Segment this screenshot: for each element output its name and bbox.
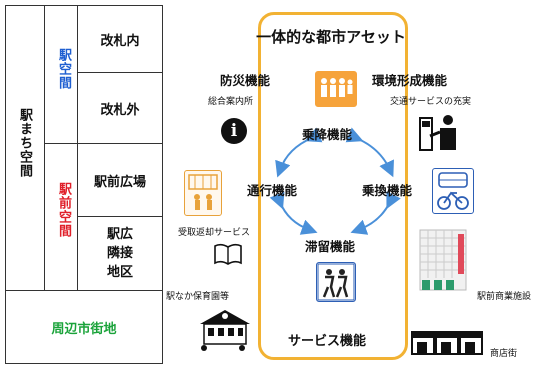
bousai-label: 防災機能: [220, 73, 271, 88]
ekihiro-line-3: 地区: [106, 265, 133, 280]
ekihiro-line-2: 隣接: [106, 246, 133, 261]
ekihiro-line-1: 駅広: [106, 227, 133, 242]
bicycle-bus-icon: [432, 168, 474, 214]
shuhen-cell: 周辺市街地: [51, 321, 117, 337]
kaisatsu-nai-cell: 改札内: [100, 33, 140, 49]
people-group-icon: [315, 71, 357, 107]
shotengai-label: 商店街: [490, 349, 518, 359]
pickup-icon: [184, 170, 222, 216]
service-function: サービス機能: [288, 334, 367, 349]
hoiku-label: 駅なか保育園等: [166, 292, 230, 302]
ticket-gate-icon: [418, 112, 464, 156]
shogyo-label: 駅前商業施設: [477, 292, 532, 302]
tsuko-function: 通行機能: [247, 183, 298, 198]
kaisatsu-gai-cell: 改札外: [100, 102, 140, 118]
kankyo-label: 環境形成機能: [372, 73, 448, 88]
shops-icon: [410, 326, 486, 360]
cycle-arrows: [269, 127, 401, 235]
station-icon: [196, 302, 254, 356]
josha-function: 乗降機能: [302, 127, 353, 142]
crowd-icon: [316, 262, 356, 302]
book-icon: [213, 243, 243, 269]
sogo-label: 総合案内所: [208, 97, 254, 107]
ekimae-kukan-label: 駅前空間: [56, 182, 71, 238]
eki-kukan-label: 駅空間: [56, 48, 71, 90]
norikae-function: 乗換機能: [362, 183, 413, 198]
ekimae-hiroba-cell: 駅前広場: [93, 174, 146, 190]
info-icon: i: [221, 118, 247, 144]
tairyu-function: 滞留機能: [305, 239, 356, 254]
jushin-label: 受取返却サービス: [178, 228, 251, 238]
kotsu-label: 交通サービスの充実: [390, 97, 472, 107]
eki-machi-label: 駅まち空間: [17, 108, 32, 178]
asset-frame: [258, 12, 408, 360]
building-icon: [418, 228, 470, 298]
ekihiro-cell: 駅広 隣接 地区: [78, 217, 162, 290]
page-title: 一体的な都市アセット: [256, 28, 406, 46]
